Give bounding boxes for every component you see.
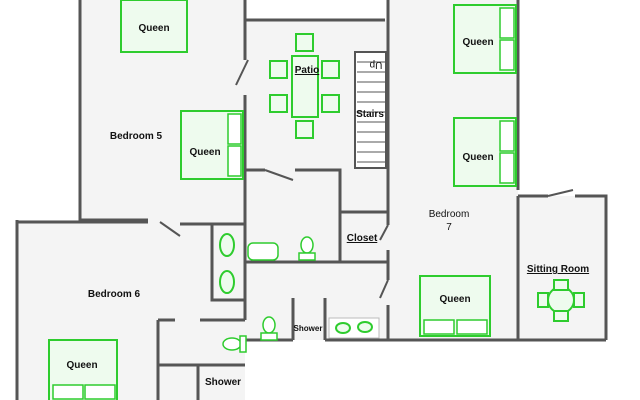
bed-4: Queen	[453, 117, 517, 187]
bed-label: Queen	[189, 147, 220, 158]
bed-label: Queen	[439, 294, 470, 305]
bedroom-7-number: 7	[446, 222, 452, 233]
sitting-room-label: Sitting Room	[527, 264, 589, 275]
shower-label-lower: Shower	[205, 377, 241, 388]
shower-label: Shower	[294, 324, 323, 333]
bed-2: Queen	[180, 110, 244, 180]
bed-1: Queen	[120, 0, 188, 53]
bed-6: Queen	[48, 339, 118, 400]
bed-label: Queen	[138, 23, 169, 34]
bed-label: Queen	[66, 360, 97, 371]
bed-5: Queen	[419, 275, 491, 337]
bed-3: Queen	[453, 4, 517, 74]
stairs: Up Stairs	[354, 51, 387, 169]
sitting-room-table-set	[537, 279, 585, 322]
patio-table-set	[269, 33, 340, 139]
closet-label: Closet	[347, 233, 378, 244]
bedroom-6-label: Bedroom 6	[88, 289, 141, 300]
bed-label: Queen	[462, 37, 493, 48]
stairs-label: Stairs	[356, 109, 384, 120]
bathroom-fixtures	[219, 233, 380, 353]
stairs-direction-label: Up	[369, 59, 382, 70]
bedroom-7-label: Bedroom	[429, 209, 470, 220]
bed-label: Queen	[462, 152, 493, 163]
bedroom-5-label: Bedroom 5	[110, 131, 163, 142]
patio-label: Patio	[295, 65, 319, 76]
